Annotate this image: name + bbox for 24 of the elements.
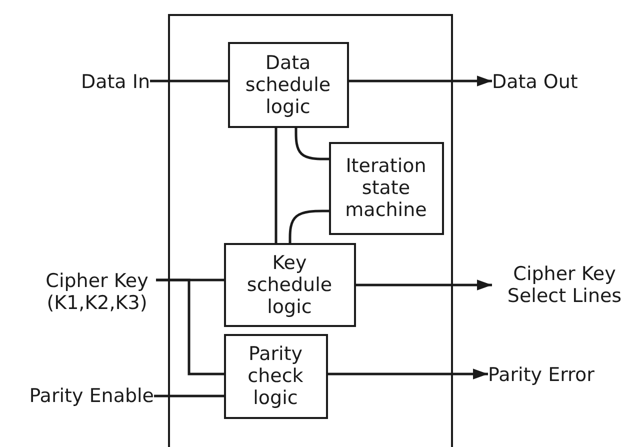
arrow: [328, 368, 488, 380]
signal-line: [154, 394, 224, 398]
block-label: Data schedule logic: [244, 52, 332, 118]
signal-label: Cipher Key Select Lines: [506, 263, 623, 307]
process-box: [224, 242, 356, 326]
block-label: Iteration state machine: [344, 155, 428, 221]
block-label: Parity check logic: [246, 343, 304, 409]
process-box: [224, 334, 328, 418]
signal-line: [150, 80, 228, 82]
signal-label: Parity Enable: [29, 385, 154, 407]
block-label: Key schedule logic: [246, 252, 334, 318]
arrow: [349, 76, 492, 86]
signal-label: Data Out: [492, 71, 578, 93]
signal-label: Parity Error: [488, 364, 594, 386]
process-box: [228, 42, 348, 128]
signal-label: Data In: [80, 71, 150, 93]
signal-label: Cipher Key (K1,K2,K3): [44, 270, 150, 314]
process-box: [328, 142, 444, 234]
arrow: [356, 280, 492, 290]
outer-frame-box: [168, 14, 453, 447]
signal-line: [156, 278, 224, 376]
signal-line: [274, 128, 278, 243]
signal-line: [294, 128, 329, 160]
signal-line: [288, 210, 329, 243]
